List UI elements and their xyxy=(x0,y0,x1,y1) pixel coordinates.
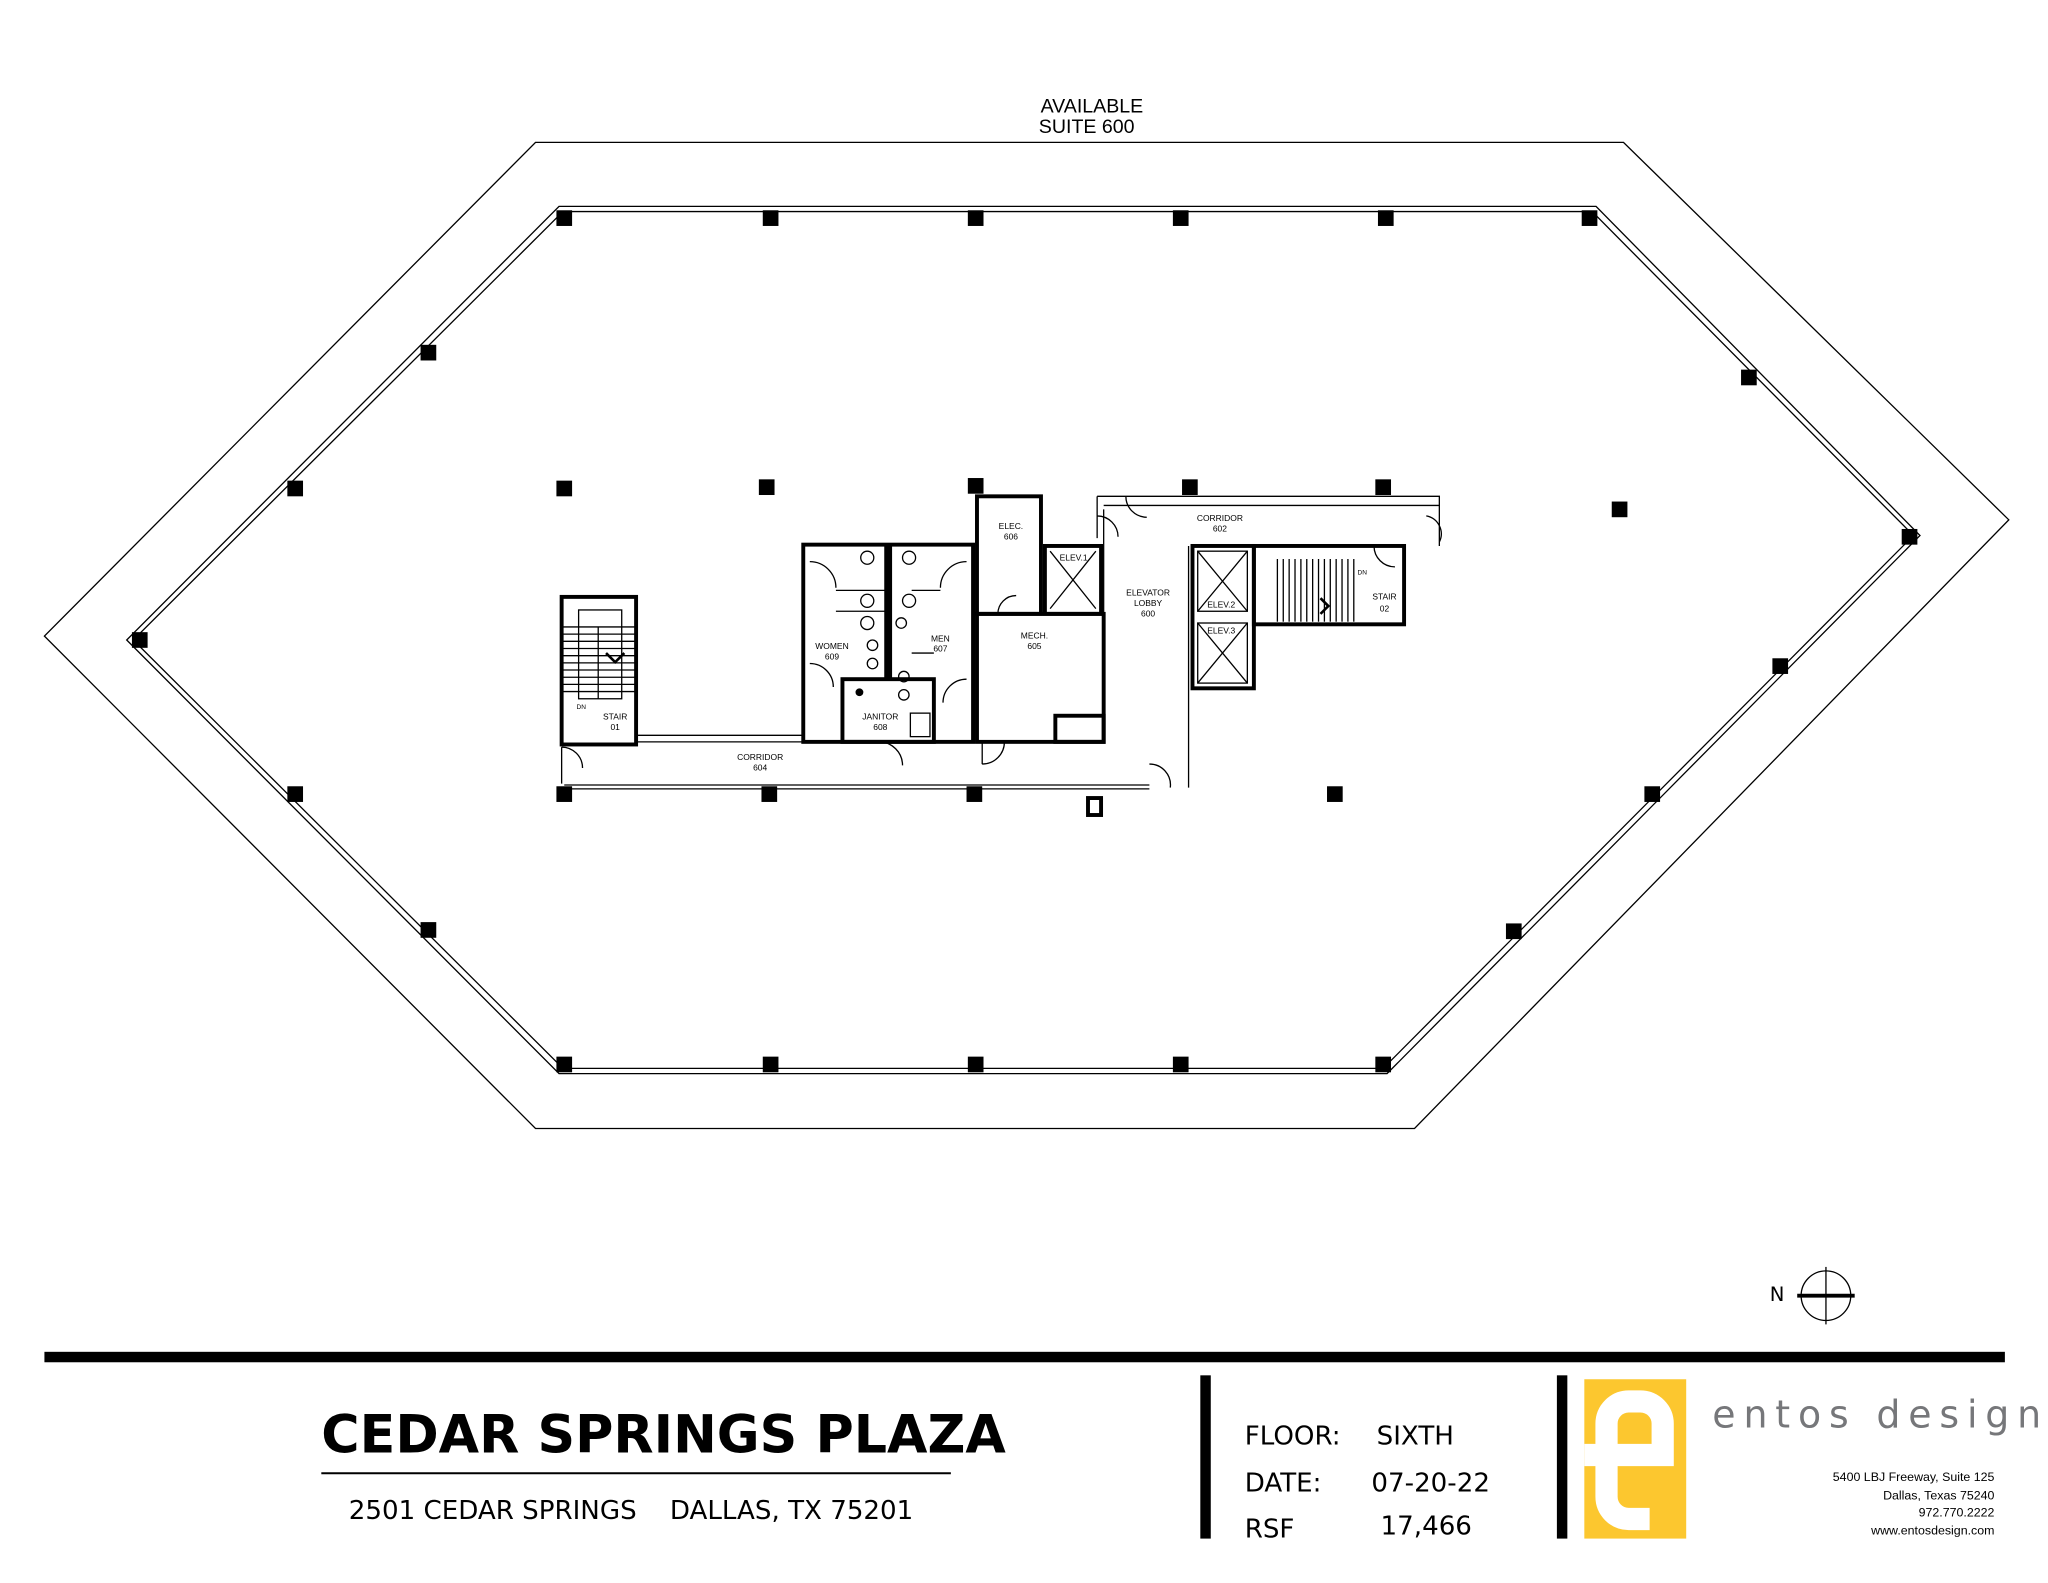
stair02-name: STAIR xyxy=(1372,592,1396,602)
column xyxy=(556,480,573,497)
firm-address1: 5400 LBJ Freeway, Suite 125 xyxy=(1833,1470,1995,1484)
men-name: MEN xyxy=(931,633,950,643)
column xyxy=(1086,796,1104,817)
women-num: 609 xyxy=(825,652,839,662)
suite-label-line1: AVAILABLE xyxy=(1041,95,1144,117)
corridor602-name: CORRIDOR xyxy=(1197,513,1243,523)
room-elec-num: 606 xyxy=(1004,531,1018,541)
date-label: DATE: xyxy=(1245,1469,1322,1499)
stair01-num: 01 xyxy=(610,722,620,732)
column xyxy=(420,922,437,938)
column xyxy=(967,478,984,494)
divider xyxy=(1200,1375,1211,1539)
elev3-label: ELEV.3 xyxy=(1207,625,1235,635)
suite-label-line2: SUITE 600 xyxy=(1039,116,1135,138)
column xyxy=(1741,369,1757,386)
women-name: WOMEN xyxy=(815,641,848,651)
column xyxy=(1644,786,1661,802)
janitor-name: JANITOR xyxy=(862,712,898,722)
stair01-dn: DN xyxy=(577,704,587,711)
column xyxy=(556,210,573,226)
column xyxy=(131,632,148,648)
rsf-label: RSF xyxy=(1245,1514,1295,1544)
mech-name: MECH. xyxy=(1021,631,1048,641)
column xyxy=(287,480,304,497)
entos-logo xyxy=(1584,1379,1687,1539)
column xyxy=(556,1056,573,1073)
stair02-dn: DN xyxy=(1358,570,1368,577)
column xyxy=(556,786,573,802)
firm-phone: 972.770.2222 xyxy=(1919,1505,1995,1519)
building-core xyxy=(559,494,1442,790)
janitor-num: 608 xyxy=(873,722,887,732)
lobby-label-1: ELEVATOR xyxy=(1126,588,1170,598)
column xyxy=(1327,786,1343,802)
lobby-num: 600 xyxy=(1141,608,1155,618)
column xyxy=(1375,479,1392,496)
column xyxy=(967,1056,984,1073)
building-name: CEDAR SPRINGS PLAZA xyxy=(321,1405,1006,1465)
stair02-num: 02 xyxy=(1380,603,1390,613)
column xyxy=(1182,479,1198,496)
column xyxy=(1505,923,1522,940)
elev2-label: ELEV.2 xyxy=(1207,599,1235,609)
column xyxy=(287,786,304,802)
floor-value: SIXTH xyxy=(1377,1422,1454,1452)
structural-columns xyxy=(131,210,1918,1073)
mech-num: 605 xyxy=(1027,641,1041,651)
column xyxy=(1611,501,1628,518)
column xyxy=(1377,210,1394,226)
corridor604-num: 604 xyxy=(753,763,767,773)
elev1-label: ELEV.1 xyxy=(1060,552,1088,562)
divider xyxy=(1556,1375,1568,1539)
column xyxy=(758,479,775,496)
column xyxy=(966,786,983,802)
column xyxy=(1772,658,1789,674)
column xyxy=(1901,528,1918,545)
men-num: 607 xyxy=(933,644,947,654)
firm-address2: Dallas, Texas 75240 xyxy=(1883,1488,1994,1502)
corridor602-num: 602 xyxy=(1213,524,1227,534)
column xyxy=(1172,210,1189,226)
floor-label: FLOOR: xyxy=(1245,1422,1341,1452)
title-block-rule xyxy=(44,1351,2005,1363)
column xyxy=(420,344,437,361)
corridor604-name: CORRIDOR xyxy=(737,752,783,762)
column xyxy=(762,1056,779,1073)
firm-web: www.entosdesign.com xyxy=(1870,1524,1994,1538)
stair01-name: STAIR xyxy=(603,712,627,722)
column xyxy=(1375,1056,1392,1073)
lobby-label-2: LOBBY xyxy=(1134,598,1163,608)
column xyxy=(1172,1056,1189,1073)
north-arrow: N xyxy=(1770,1266,1855,1325)
date-value: 07-20-22 xyxy=(1371,1469,1490,1499)
room-elec-name: ELEC. xyxy=(999,521,1023,531)
rsf-value: 17,466 xyxy=(1381,1512,1472,1542)
column xyxy=(967,210,984,226)
building-address: 2501 CEDAR SPRINGS DALLAS, TX 75201 xyxy=(349,1496,914,1526)
room-labels: ELEC. 606 ELEV.1 ELEVATOR LOBBY 600 CORR… xyxy=(577,513,1397,772)
column xyxy=(762,210,779,226)
column xyxy=(1581,210,1598,226)
firm-name: entos design xyxy=(1712,1393,2048,1437)
column xyxy=(761,786,778,802)
north-label: N xyxy=(1770,1283,1785,1306)
